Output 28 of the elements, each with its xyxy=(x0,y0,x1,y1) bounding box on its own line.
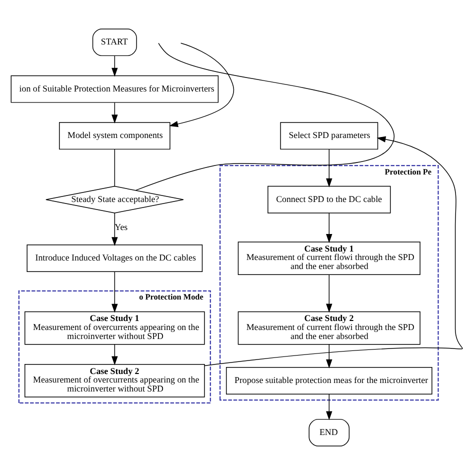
node-box: END xyxy=(308,418,350,446)
node-diamond: Steady State acceptable? xyxy=(46,185,184,213)
node-box: Model system components xyxy=(59,122,170,150)
arrow xyxy=(326,148,332,187)
node-box: Select SPD parameters xyxy=(280,122,378,150)
node-box: Case Study 1 Measurement of overcurrents appearing on the microinverter without SPD xyxy=(24,310,205,344)
edge-label: Yes xyxy=(114,221,128,232)
connector xyxy=(114,148,116,186)
arrow xyxy=(112,55,118,76)
arrow xyxy=(112,271,118,312)
arrow xyxy=(326,212,332,242)
connector xyxy=(135,42,395,190)
arrow xyxy=(169,42,234,127)
arrow xyxy=(112,344,118,365)
node-box: Case Study 2 Measurement of current flowi through the SPD and the ener absorbed xyxy=(238,310,420,344)
node-box: ion of Suitable Protection Measures for Microinverters xyxy=(10,74,219,102)
node-box: Connect SPD to the DC cable xyxy=(268,185,391,213)
arrow xyxy=(204,136,463,366)
arrow xyxy=(326,344,332,368)
node-box: Introduce Induced Voltages on the DC cables xyxy=(26,244,203,272)
arrow xyxy=(112,212,118,246)
node-box: Propose suitable protection meas for the microinverter xyxy=(226,366,432,394)
node-box: START xyxy=(92,28,137,56)
node-box: Case Study 2 Measurement of overcurrents appearing on the microinverter without SPD xyxy=(24,364,205,397)
node-box: Case Study 1 Measurement of current flowi through the SPD and the ener absorbed xyxy=(238,241,420,274)
arrow xyxy=(326,393,332,420)
arrow xyxy=(326,274,332,312)
arrow xyxy=(112,102,118,123)
